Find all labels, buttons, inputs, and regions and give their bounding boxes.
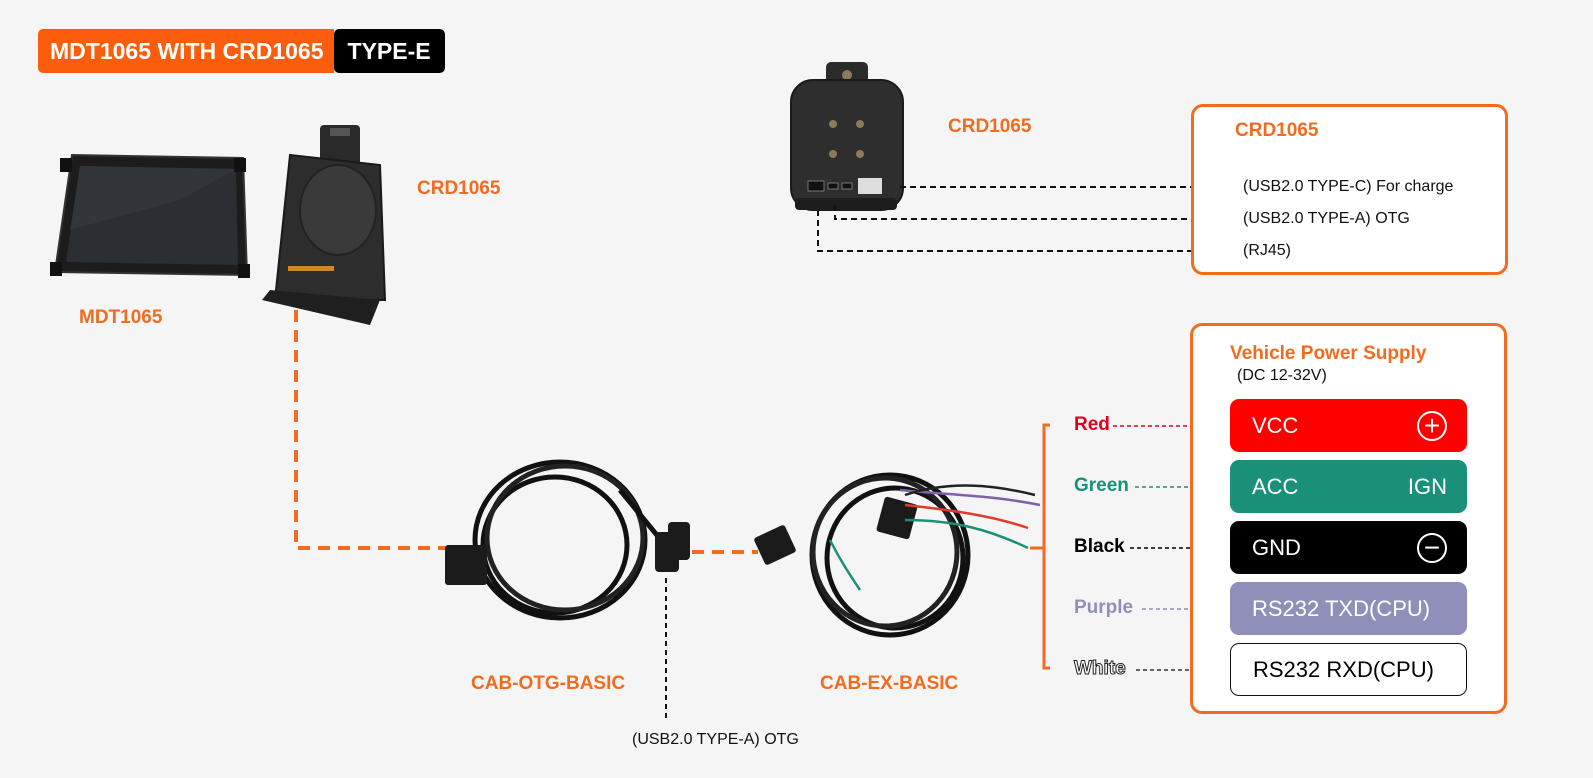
ex-cable-wires [828,484,1041,591]
cradle-back-image [790,62,904,211]
wire-label-red: Red [1074,414,1110,435]
cradle-front-label: CRD1065 [417,178,501,199]
crd-panel-title: CRD1065 [1235,120,1319,141]
minus-icon: − [1417,532,1447,563]
pin-txd: RS232 TXD(CPU) [1230,582,1467,635]
crd-port-panel [1191,104,1508,275]
ex-cable-connector [754,525,796,565]
cradle-otg-link [294,310,445,550]
crd-port-leaders [817,186,1240,252]
pin-txd-label: RS232 TXD(CPU) [1252,595,1431,621]
pin-acc: ACC IGN [1230,460,1467,513]
title-tag: TYPE-E [333,29,445,73]
cradle-back-label: CRD1065 [948,116,1032,137]
pin-gnd: GND − [1230,521,1467,574]
ex-cable-image [809,472,971,638]
crd-port-rj45: (RJ45) [1243,242,1292,259]
cradle-front-image [262,125,387,325]
pin-gnd-label: GND [1252,534,1301,560]
wire-label-purple: Purple [1074,597,1134,618]
wire-label-white: White [1074,658,1127,680]
crd-port-usba: (USB2.0 TYPE-A) OTG [1243,210,1410,227]
otg-port-note: (USB2.0 TYPE-A) OTG [632,731,799,748]
otg-cable-label: CAB-OTG-BASIC [471,673,626,694]
tablet-label: MDT1065 [79,307,163,328]
pin-vcc-label: VCC [1252,412,1299,438]
power-bracket [1042,423,1050,670]
wire-label-black: Black [1074,536,1125,557]
pin-acc-label: ACC [1252,473,1299,499]
wire-label-green: Green [1074,475,1129,496]
pin-rxd: RS232 RXD(CPU) [1230,643,1467,696]
pin-rxd-label: RS232 RXD(CPU) [1253,656,1434,682]
otg-cable-image [472,459,667,621]
title-banner: MDT1065 WITH CRD1065 TYPE-E [38,29,445,73]
power-panel-subtitle: (DC 12-32V) [1237,367,1327,384]
pin-acc-ign: IGN [1407,473,1447,499]
plus-icon: + [1417,410,1447,441]
otg-cable-connector [445,545,487,585]
pin-vcc: VCC + [1230,399,1467,452]
tablet-image [50,153,250,278]
crd-port-usbc: (USB2.0 TYPE-C) For charge [1243,178,1454,195]
power-panel-title: Vehicle Power Supply [1230,343,1427,364]
ex-cable-label: CAB-EX-BASIC [820,673,959,694]
title-main: MDT1065 WITH CRD1065 [38,29,334,73]
